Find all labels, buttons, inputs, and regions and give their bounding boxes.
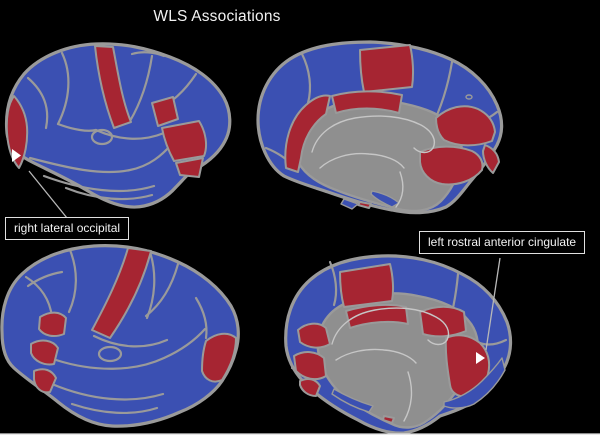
- callout-line-cingulate: [485, 257, 501, 351]
- corpus-callosum-line: [331, 307, 450, 346]
- callout-right-lateral-occipital: right lateral occipital: [5, 217, 130, 240]
- subcortical-inner-line: [319, 152, 405, 169]
- sulcus-line: [26, 76, 49, 130]
- brain-region-red: [345, 303, 409, 329]
- subcortical-inner-line: [335, 348, 417, 364]
- sulcus-line: [54, 327, 207, 370]
- insula-loop: [90, 128, 114, 146]
- callout-label: left rostral anterior cingulate: [428, 235, 577, 249]
- brain-region-red: [419, 145, 484, 186]
- sulcus-line: [56, 122, 98, 132]
- brain-region-blue-sliver: [370, 190, 400, 208]
- brain-region-red: [151, 96, 179, 127]
- brain-region-red: [91, 247, 152, 339]
- brain-region-red: [30, 339, 59, 366]
- sulcus-line: [42, 174, 156, 193]
- highlight-arrow-icon: [476, 352, 485, 364]
- brain-left-hemisphere-medial: [284, 254, 513, 435]
- sulcus-line: [144, 262, 180, 318]
- brain-region-red: [94, 45, 132, 129]
- sulcus-line: [92, 334, 169, 348]
- brain-region-red: [359, 44, 415, 93]
- brain-region-red-sliver: [382, 415, 395, 424]
- sulcus-line: [28, 142, 174, 174]
- brain-region-red: [299, 377, 321, 397]
- brain-region-red-sliver: [357, 201, 372, 209]
- brain-region-red: [38, 311, 67, 338]
- brain-right-hemisphere-lateral: [4, 42, 232, 209]
- brainstem-line: [403, 371, 413, 422]
- brain-region-blue-sliver: [443, 357, 506, 409]
- brain-left-hemisphere-lateral: [0, 244, 240, 428]
- insula-loop: [97, 345, 123, 363]
- sulcus-line: [130, 51, 166, 58]
- corpus-callosum-line: [311, 115, 436, 154]
- sulcus-line: [300, 52, 312, 105]
- brainstem-line: [395, 171, 404, 208]
- sulcus-line: [94, 128, 166, 140]
- brain-region-red: [284, 94, 331, 173]
- callout-left-rostral-anterior-cingulate: left rostral anterior cingulate: [419, 231, 586, 254]
- brain-region-red: [33, 368, 57, 394]
- sulcus-line: [26, 270, 64, 288]
- brain-region-red: [161, 120, 208, 162]
- sulcus-line: [328, 260, 338, 307]
- brain-region-red: [293, 351, 327, 381]
- sulcus-line: [128, 54, 154, 123]
- sulcus-line: [194, 296, 208, 340]
- brain-region-blue-sliver: [340, 198, 359, 210]
- sulcus-line: [70, 402, 159, 415]
- figure-title: WLS Associations: [153, 8, 281, 25]
- brain-region-red: [331, 90, 403, 114]
- brain-region-blue-sliver: [331, 388, 374, 413]
- brain-right-hemisphere-medial: [256, 40, 504, 215]
- callout-line-occipital: [28, 170, 68, 219]
- sulcus-line: [50, 382, 165, 401]
- highlight-arrow-icon: [12, 149, 21, 162]
- brain-region-red: [175, 157, 204, 178]
- brain-region-blue-dot: [465, 94, 473, 100]
- callout-label: right lateral occipital: [14, 221, 121, 235]
- brain-region-red: [297, 322, 331, 349]
- brain-region-red: [482, 144, 500, 174]
- brain-region-red: [339, 263, 395, 308]
- brain-region-red: [201, 332, 237, 383]
- sulcus-line: [56, 51, 70, 126]
- bottom-border-line: [0, 433, 600, 435]
- brain-region-red: [435, 105, 496, 147]
- sulcus-line: [64, 186, 154, 201]
- sulcus-line: [67, 248, 77, 314]
